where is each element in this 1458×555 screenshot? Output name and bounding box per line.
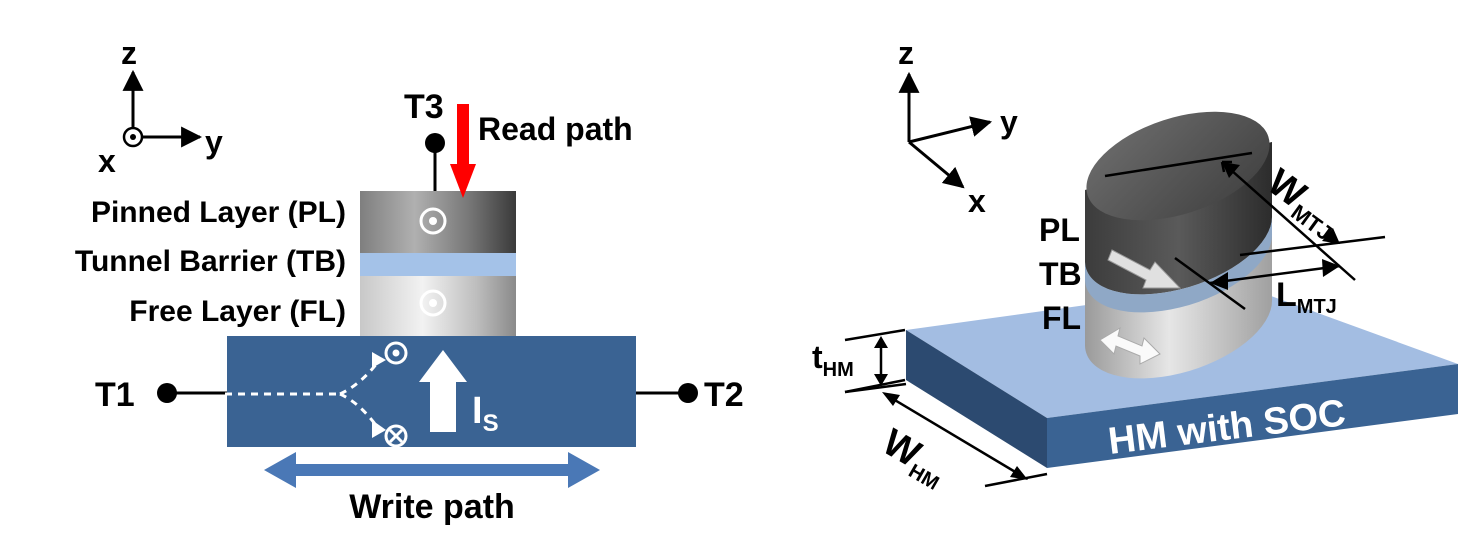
read-path-label: Read path	[478, 111, 633, 147]
l-mtj-label: LMTJ	[1276, 276, 1337, 318]
right-axis-z-label: z	[898, 35, 914, 71]
t2-terminal	[678, 383, 698, 403]
pinned-layer	[360, 191, 516, 253]
pl-magnetization-arrow	[1107, 249, 1182, 289]
free-magnetization-icon	[419, 289, 447, 317]
left-axis-x-label: x	[98, 143, 116, 179]
pinned-layer-label: Pinned Layer (PL)	[91, 196, 346, 229]
read-path-arrow	[450, 104, 476, 198]
spin-up-icon	[384, 341, 408, 365]
left-axes: z y x	[98, 35, 223, 179]
tb-label: TB	[1039, 256, 1082, 292]
free-layer-label: Free Layer (FL)	[129, 295, 346, 328]
right-axis-y-label: y	[1000, 104, 1018, 140]
write-path-label: Write path	[349, 488, 515, 526]
t-hm-label: tHM	[812, 339, 854, 381]
w-hm-dimension	[844, 382, 1048, 488]
write-path-arrow	[264, 452, 600, 488]
current-label: IS	[472, 390, 499, 437]
hm-slab-front	[1047, 364, 1458, 468]
left-axis-z-label: z	[121, 35, 137, 71]
left-axis-y-label: y	[205, 124, 223, 160]
right-axis-x-label: x	[968, 183, 986, 219]
t3-label: T3	[404, 88, 444, 126]
w-mtj-dimension	[1104, 151, 1386, 281]
tunnel-barrier	[360, 253, 516, 276]
mtj-pillar	[1085, 111, 1273, 379]
t3-terminal	[425, 133, 445, 153]
w-hm-label: WHM	[874, 421, 955, 494]
free-layer	[360, 276, 516, 336]
l-mtj-dimension	[1174, 256, 1341, 311]
fl-magnetization-arrow	[1099, 326, 1161, 365]
t-hm-dimension	[844, 328, 906, 394]
tunnel-barrier-label: Tunnel Barrier (TB)	[75, 245, 346, 278]
spin-current-arrow	[419, 350, 467, 432]
pinned-magnetization-icon	[419, 207, 447, 235]
t1-terminal	[157, 383, 177, 403]
hm-slab-left	[906, 330, 1047, 468]
t1-label: T1	[95, 376, 135, 414]
spin-down-icon	[384, 424, 408, 448]
pl-label: PL	[1039, 212, 1080, 248]
fl-label: FL	[1042, 300, 1081, 336]
right-axes: z y x	[898, 35, 1018, 219]
t2-label: T2	[704, 376, 744, 414]
